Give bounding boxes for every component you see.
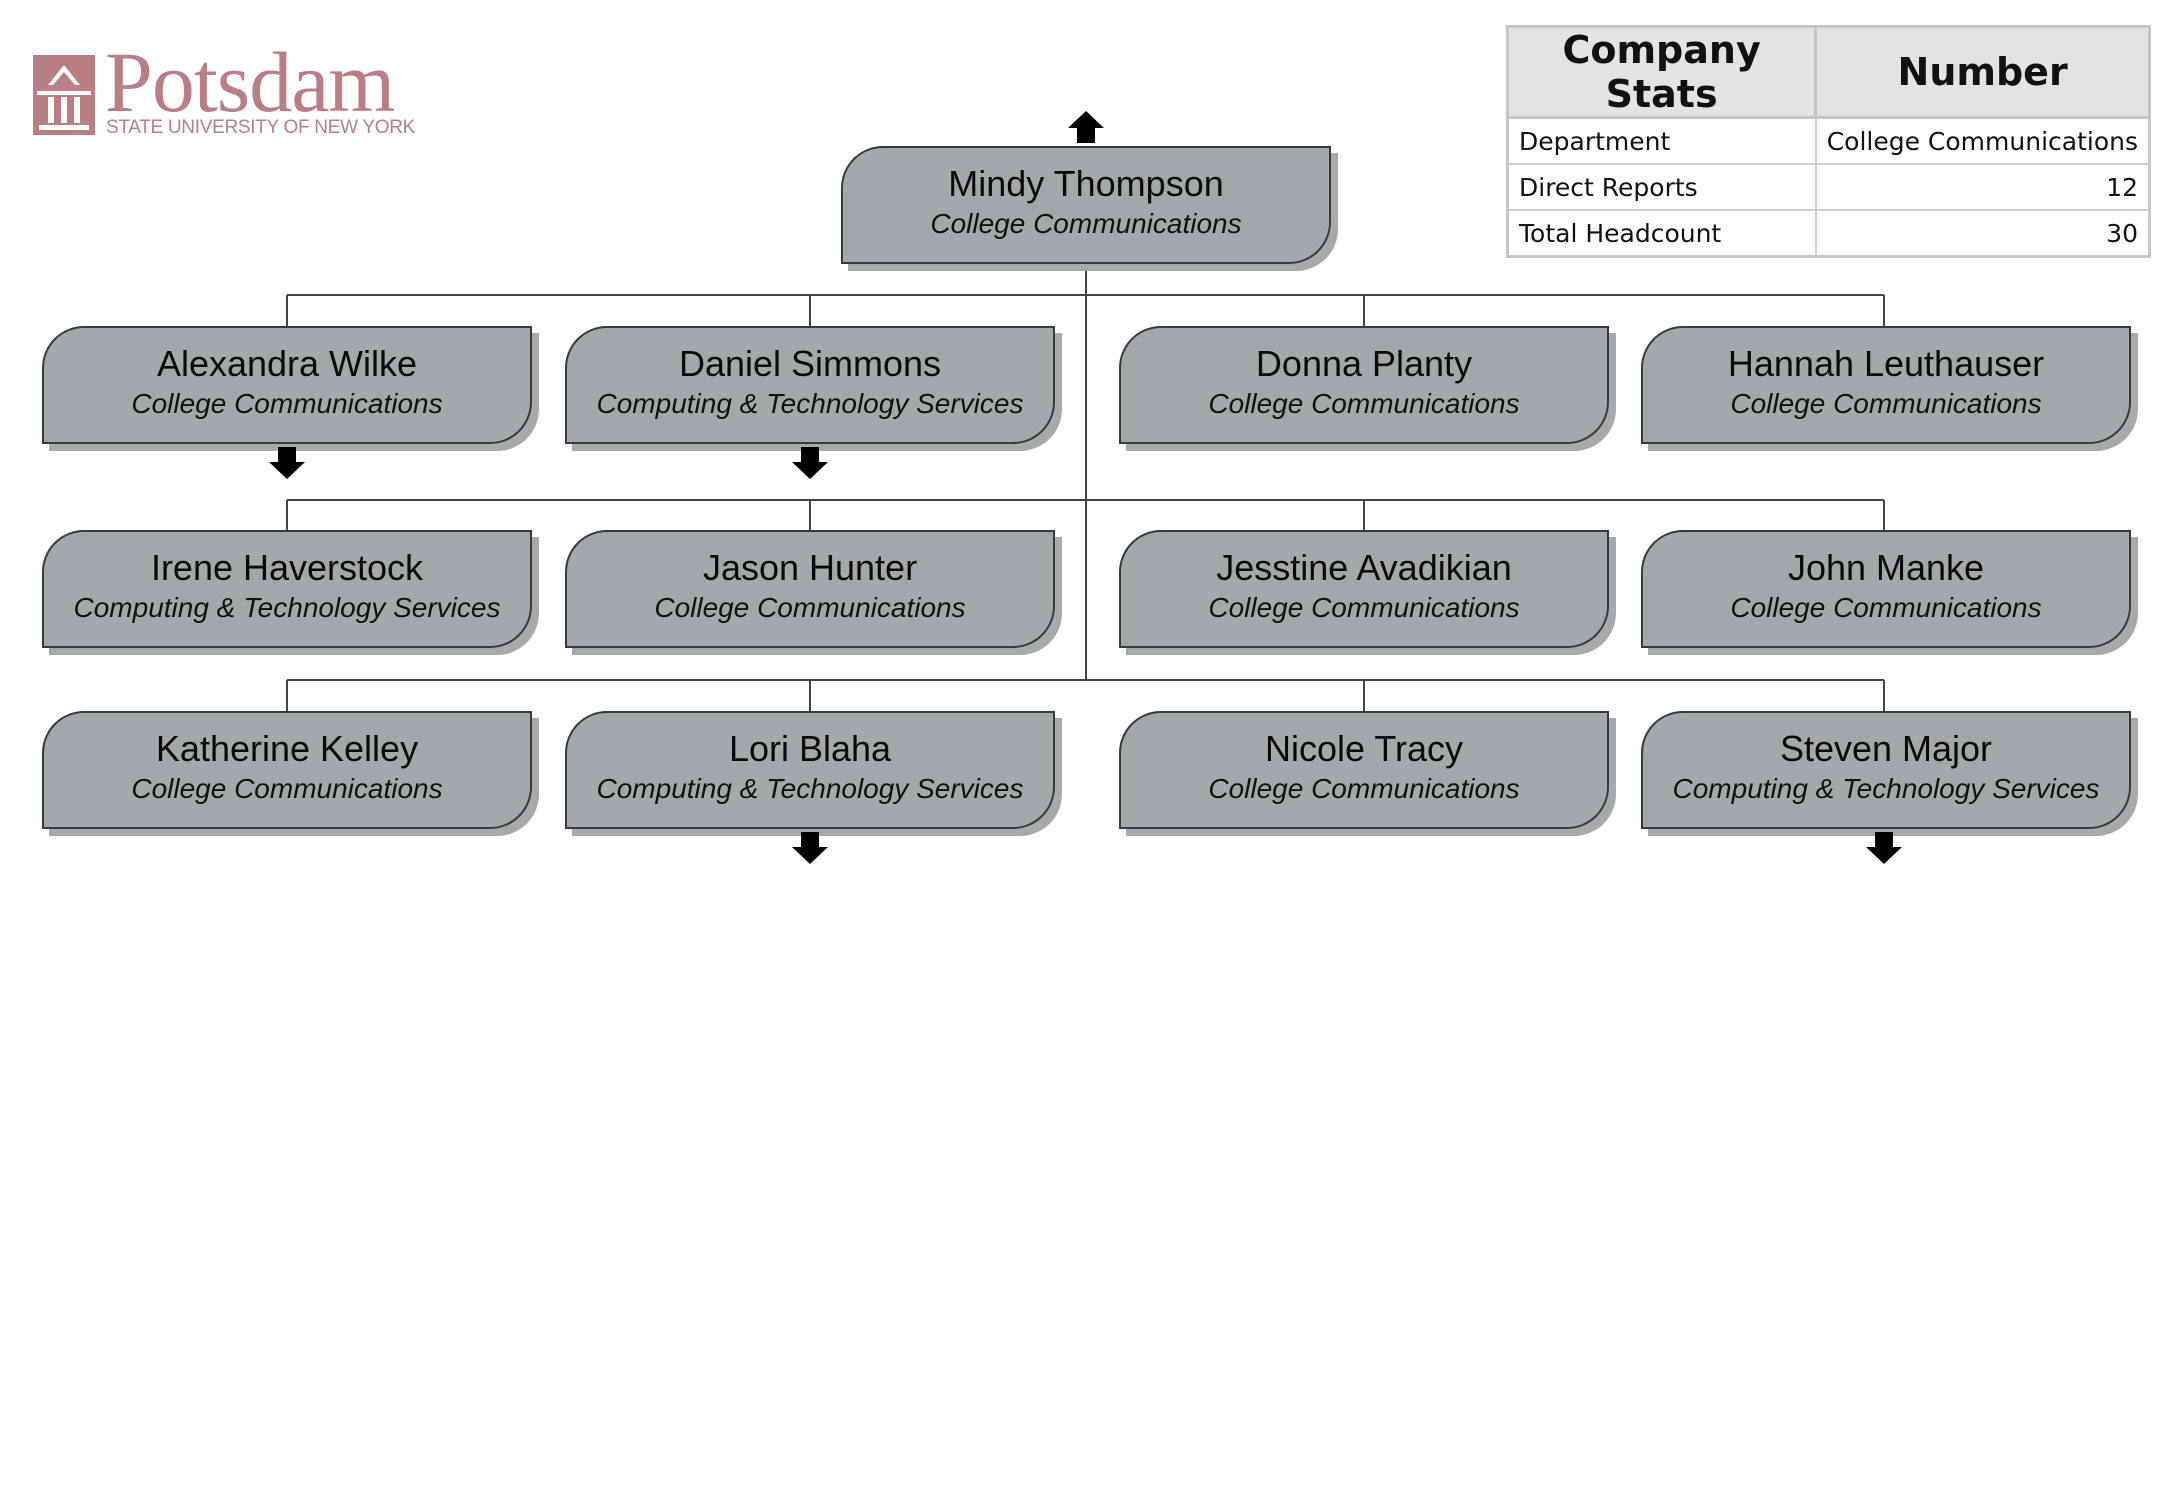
node-name: Daniel Simmons xyxy=(678,343,942,384)
node-department: College Communications xyxy=(1208,773,1520,804)
navigate-up-arrow-icon[interactable] xyxy=(1068,111,1104,143)
org-node[interactable]: Daniel Simmons Computing & Technology Se… xyxy=(565,326,1055,444)
org-node-root[interactable]: Mindy Thompson College Communications xyxy=(841,146,1331,264)
node-name: Alexandra Wilke xyxy=(156,343,418,384)
stats-row-label: Department xyxy=(1506,116,1817,165)
org-node[interactable]: Irene Haverstock Computing & Technology … xyxy=(42,530,532,648)
org-node[interactable]: Steven Major Computing & Technology Serv… xyxy=(1641,711,2131,829)
expand-down-arrow-icon[interactable] xyxy=(792,832,828,864)
node-name: Irene Haverstock xyxy=(150,547,424,588)
node-name: Jason Hunter xyxy=(702,547,918,588)
node-department: Computing & Technology Services xyxy=(1672,773,2100,804)
node-name: Mindy Thompson xyxy=(948,163,1224,204)
node-department: College Communications xyxy=(1208,592,1520,623)
node-name: Katherine Kelley xyxy=(155,728,419,769)
node-department: College Communications xyxy=(131,773,443,804)
stats-header-value: Number xyxy=(1815,26,2150,119)
node-department: College Communications xyxy=(1208,388,1520,419)
company-stats-table: Company Stats Number Department College … xyxy=(1506,25,2151,258)
stats-row-value: 12 xyxy=(1814,163,2151,211)
stats-row: Direct Reports 12 xyxy=(1506,163,2151,211)
node-department: College Communications xyxy=(930,208,1242,239)
org-node[interactable]: John Manke College Communications xyxy=(1641,530,2131,648)
stats-row-label: Direct Reports xyxy=(1506,163,1817,211)
node-department: Computing & Technology Services xyxy=(596,388,1024,419)
node-name: Hannah Leuthauser xyxy=(1727,343,2045,384)
stats-header-label: Company Stats xyxy=(1507,26,1818,119)
node-department: College Communications xyxy=(1730,388,2042,419)
org-node[interactable]: Donna Planty College Communications xyxy=(1119,326,1609,444)
node-name: Steven Major xyxy=(1779,728,1993,769)
node-name: Lori Blaha xyxy=(728,728,892,769)
org-node[interactable]: Alexandra Wilke College Communications xyxy=(42,326,532,444)
expand-down-arrow-icon[interactable] xyxy=(792,447,828,479)
org-node[interactable]: Katherine Kelley College Communications xyxy=(42,711,532,829)
clock-tower-icon xyxy=(33,55,95,135)
stats-row-value: 30 xyxy=(1814,209,2151,258)
node-department: Computing & Technology Services xyxy=(596,773,1024,804)
org-node[interactable]: Jason Hunter College Communications xyxy=(565,530,1055,648)
node-name: Donna Planty xyxy=(1255,343,1473,384)
stats-row: Total Headcount 30 xyxy=(1506,209,2151,258)
potsdam-logo: Potsdam STATE UNIVERSITY OF NEW YORK xyxy=(33,39,415,145)
node-name: John Manke xyxy=(1787,547,1985,588)
expand-down-arrow-icon[interactable] xyxy=(1866,832,1902,864)
node-department: College Communications xyxy=(654,592,966,623)
node-department: College Communications xyxy=(1730,592,2042,623)
org-node[interactable]: Nicole Tracy College Communications xyxy=(1119,711,1609,829)
org-node[interactable]: Hannah Leuthauser College Communications xyxy=(1641,326,2131,444)
node-department: Computing & Technology Services xyxy=(73,592,501,623)
org-node[interactable]: Jesstine Avadikian College Communication… xyxy=(1119,530,1609,648)
expand-down-arrow-icon[interactable] xyxy=(269,447,305,479)
stats-row: Department College Communications xyxy=(1506,116,2151,165)
node-name: Nicole Tracy xyxy=(1264,728,1464,769)
stats-row-value: College Communications xyxy=(1814,116,2151,165)
node-name: Jesstine Avadikian xyxy=(1216,547,1512,588)
node-department: College Communications xyxy=(131,388,443,419)
logo-wordmark: Potsdam xyxy=(105,34,395,130)
org-node[interactable]: Lori Blaha Computing & Technology Servic… xyxy=(565,711,1055,829)
logo-subtitle: STATE UNIVERSITY OF NEW YORK xyxy=(106,117,416,138)
stats-row-label: Total Headcount xyxy=(1506,209,1817,258)
